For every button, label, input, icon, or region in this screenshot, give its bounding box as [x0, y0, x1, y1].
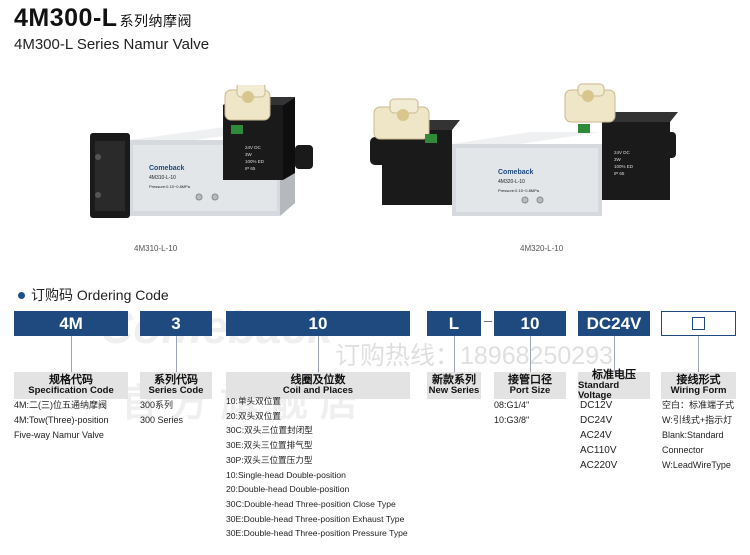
valve-1-model: 4M310-L-10 [149, 175, 176, 181]
connector-line [698, 336, 699, 372]
list-item: 30C:双头三位置封闭型 [226, 425, 313, 436]
code-coil: 10 [226, 311, 410, 336]
wiring-header: 接线形式 Wiring Form [661, 372, 736, 399]
list-item: 20:Double-head Double-position [226, 484, 350, 495]
port-size-header: 接管口径 Port Size [494, 372, 566, 399]
valve-2-coil-line: 24V DC [614, 150, 631, 155]
coil-title-cn: 线圈及位数 [290, 373, 346, 386]
list-item: Five-way Namur Valve [14, 430, 104, 440]
blank-square-icon [692, 317, 705, 330]
series-code-header: 系列代码 Series Code [140, 372, 212, 399]
valve-2-coil-line: IP 65 [614, 171, 625, 176]
page-subtitle: 4M300-L Series Namur Valve [14, 36, 210, 53]
code-separator [484, 321, 492, 322]
coil-list: 10:单头双位置 20:双头双位置 30C:双头三位置封闭型 30E:双头三位置… [226, 394, 408, 541]
connector-line [71, 336, 72, 372]
list-item: 30E:Double-head Three-position Exhaust T… [226, 513, 405, 524]
list-item: AC24V [580, 430, 612, 441]
ordering-code-label: 订购码 Ordering Code [31, 287, 169, 303]
code-newseries: L [427, 311, 481, 336]
connector-line [530, 336, 531, 372]
valve-2-brand: Comeback [498, 169, 534, 176]
code-spec: 4M [14, 311, 128, 336]
ordering-code-title: 订购码 Ordering Code [18, 285, 169, 305]
list-item: 20:双头双位置 [226, 410, 281, 421]
valve-image-4m320: Comeback 4M320-L-10 Pressure:0.15~0.8MPa… [370, 83, 678, 216]
connector-line [318, 336, 319, 372]
list-item: 30E:双头三位置排气型 [226, 440, 313, 451]
valve-1-coil-line: 3W [245, 152, 253, 157]
spec-title-cn: 规格代码 [49, 373, 93, 386]
list-item: 08:G1/4" [494, 400, 530, 410]
list-item: DC24V [580, 415, 613, 426]
list-item: 30C:Double-head Three-position Close Typ… [226, 498, 396, 509]
valve-1-coil-line: IP 65 [245, 166, 256, 171]
code-port: 10 [494, 311, 566, 336]
list-item: 10:单头双位置 [226, 396, 281, 406]
valve-2-caption: 4M320-L-10 [520, 244, 564, 253]
valve-2-pressure: Pressure:0.15~0.8MPa [498, 188, 540, 193]
code-voltage: DC24V [578, 311, 650, 336]
list-item: 10:Single-head Double-position [226, 469, 346, 480]
list-item: 300系列 [140, 400, 174, 410]
port-title-cn: 接管口径 [508, 373, 552, 386]
spec-title-en: Specification Code [28, 385, 114, 397]
valve-2-coil-line: 3W [614, 157, 622, 162]
spec-code-header: 规格代码 Specification Code [14, 372, 128, 399]
list-item: 30P:双头三位置压力型 [226, 454, 313, 465]
newseries-title-cn: 新款系列 [432, 373, 476, 386]
valve-1-brand: Comeback [149, 165, 185, 172]
valve-image-4m310: Comeback 4M310-L-10 Pressure:0.15~0.8MPa… [90, 85, 313, 218]
list-item: 10:G3/8" [494, 415, 530, 425]
series-list: 300系列 300 Series [140, 398, 183, 428]
coil-header: 线圈及位数 Coil and Places [226, 372, 410, 399]
code-wiring [661, 311, 736, 336]
connector-line [614, 336, 615, 372]
series-title-cn: 系列代码 [154, 373, 198, 386]
spec-list: 4M:二(三)位五通纳摩阀 4M:Tow(Three)-position Fiv… [14, 398, 109, 443]
wiring-title-en: Wiring Form [670, 385, 727, 397]
coil-title-en: Coil and Places [282, 385, 354, 397]
list-item: Connector [662, 445, 704, 455]
connector-line [176, 336, 177, 372]
newseries-header: 新款系列 New Series [427, 372, 481, 399]
hotline-watermark: 订购热线：18968250293 [335, 342, 613, 370]
list-item: 4M:二(三)位五通纳摩阀 [14, 400, 107, 410]
bullet-icon [18, 292, 25, 299]
voltage-title-en: Standard Voltage [578, 380, 620, 402]
list-item: 空白：标准端子式 [662, 400, 735, 410]
list-item: Blank:Standard [662, 430, 724, 440]
list-item: AC220V [580, 460, 618, 471]
valve-2-coil-line: 100% ED [614, 164, 634, 169]
valve-1-coil-line: 24V DC [245, 145, 262, 150]
list-item: AC110V [580, 445, 617, 456]
title-suffix: 系列纳摩阀 [119, 13, 193, 29]
list-item: 4M:Tow(Three)-position [14, 415, 109, 425]
connector-line [454, 336, 455, 372]
wiring-title-cn: 接线形式 [676, 373, 721, 386]
valve-1-caption: 4M310-L-10 [134, 244, 178, 253]
newseries-title-en: New Series [428, 385, 480, 397]
list-item: 30E:Double-head Three-position Pressure … [226, 528, 408, 539]
voltage-title-cn: 标准电压 [592, 368, 636, 381]
list-item: W:引线式+指示灯 [662, 415, 733, 425]
voltage-list: DC12V DC24V AC24V AC110V AC220V [580, 398, 617, 473]
list-item: DC12V [580, 400, 613, 411]
valve-1-coil-line: 100% ED [245, 159, 265, 164]
series-title-en: Series Code [148, 385, 204, 397]
list-item: W:LeadWireType [662, 460, 731, 470]
voltage-header: 标准电压 Standard Voltage [578, 368, 650, 402]
code-series: 3 [140, 311, 212, 336]
wiring-list: 空白：标准端子式 W:引线式+指示灯 Blank:Standard Connec… [662, 398, 734, 473]
port-list: 08:G1/4" 10:G3/8" [494, 398, 529, 428]
list-item: 300 Series [140, 415, 184, 425]
model-name: 4M300-L [14, 4, 118, 32]
valve-2-model: 4M320-L-10 [498, 179, 525, 185]
port-title-en: Port Size [509, 385, 551, 397]
valve-1-pressure: Pressure:0.15~0.8MPa [149, 184, 191, 189]
